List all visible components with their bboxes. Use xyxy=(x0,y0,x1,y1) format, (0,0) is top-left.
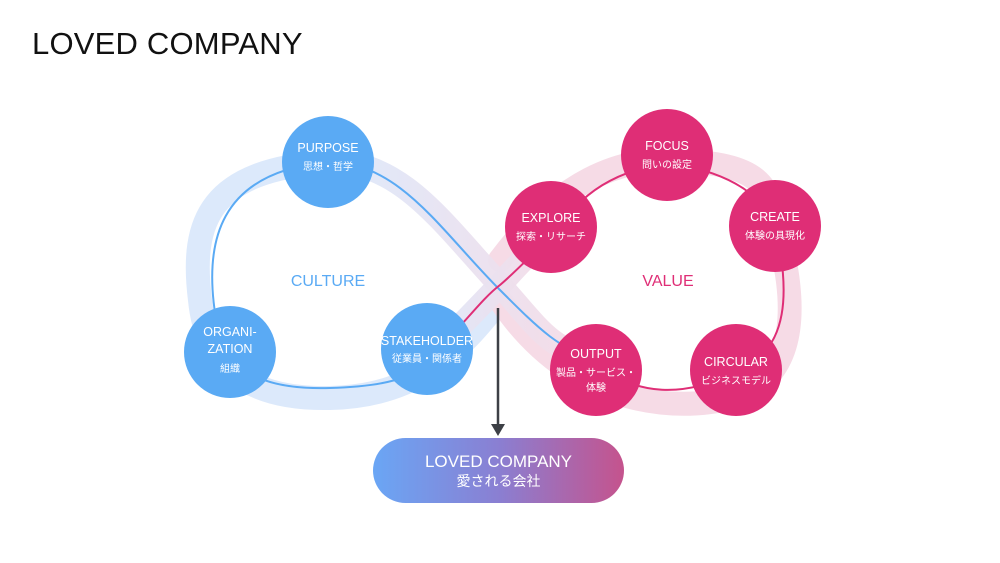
node-subtitle: 体験の具現化 xyxy=(745,229,805,242)
down-arrow-icon xyxy=(491,308,505,436)
node-subtitle: 従業員・関係者 xyxy=(392,352,462,365)
node-circular: CIRCULAR ビジネスモデル xyxy=(690,324,782,416)
node-title: OUTPUT xyxy=(570,347,622,361)
node-explore: EXPLORE 探索・リサーチ xyxy=(505,181,597,273)
node-subtitle-line-1: 製品・サービス・ xyxy=(556,366,636,379)
value-label: VALUE xyxy=(642,273,693,290)
node-title-line-1: ORGANI- xyxy=(203,325,256,339)
node-organization: ORGANI- ZATION 組織 xyxy=(184,306,276,398)
result-subtitle: 愛される会社 xyxy=(456,473,541,489)
node-title: FOCUS xyxy=(645,139,689,153)
node-purpose: PURPOSE 思想・哲学 xyxy=(282,116,374,208)
node-subtitle: ビジネスモデル xyxy=(701,374,771,387)
node-create: CREATE 体験の具現化 xyxy=(729,180,821,272)
crossing-band-a xyxy=(316,149,610,372)
node-subtitle: 思想・哲学 xyxy=(303,160,353,173)
node-title: EXPLORE xyxy=(521,211,580,225)
page-title: LOVED COMPANY xyxy=(32,26,303,61)
node-output: OUTPUT 製品・サービス・ 体験 xyxy=(550,324,642,416)
node-subtitle: 探索・リサーチ xyxy=(516,230,586,243)
node-stakeholder: STAKEHOLDER 従業員・関係者 xyxy=(381,303,473,395)
node-subtitle-line-2: 体験 xyxy=(586,381,606,394)
result-pill: LOVED COMPANY 愛される会社 xyxy=(373,438,624,503)
node-title: PURPOSE xyxy=(297,141,358,155)
node-title: CIRCULAR xyxy=(704,355,768,369)
node-title: CREATE xyxy=(750,210,800,224)
node-title-line-2: ZATION xyxy=(208,342,253,356)
result-title: LOVED COMPANY xyxy=(424,452,573,471)
culture-label: CULTURE xyxy=(291,273,365,290)
node-focus: FOCUS 問いの設定 xyxy=(621,109,713,201)
node-subtitle: 問いの設定 xyxy=(642,158,692,171)
node-title: STAKEHOLDER xyxy=(381,334,473,348)
node-subtitle: 組織 xyxy=(220,362,240,375)
